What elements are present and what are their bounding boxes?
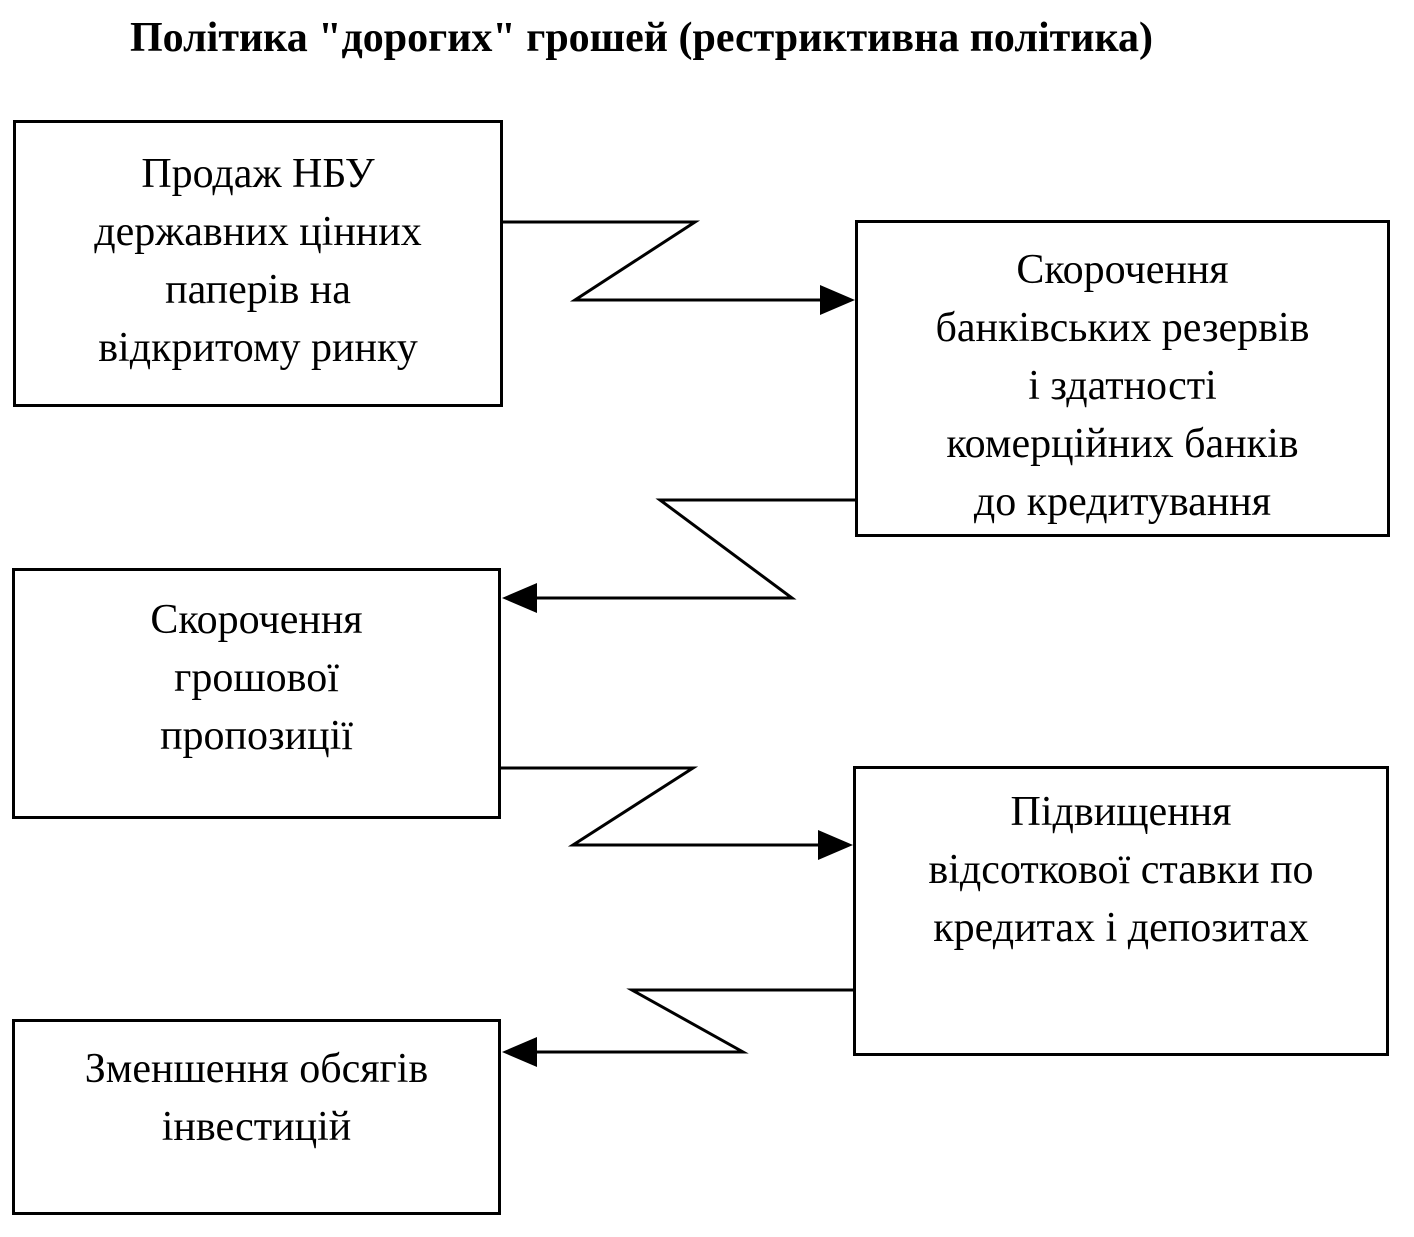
box-sale-of-securities: Продаж НБУ державних цінних паперів на в… (13, 120, 503, 407)
diagram-title: Політика "дорогих" грошей (рестриктивна … (130, 15, 1153, 61)
arrowhead-2 (502, 583, 537, 613)
connector-arrow-2 (537, 498, 855, 600)
box-text-line: Скорочення (150, 597, 363, 643)
box-text-line: і здатності (1028, 363, 1217, 409)
box-text-line: державних цінних (94, 209, 422, 255)
box-text-line: до кредитування (973, 479, 1272, 525)
box-text-line: Скорочення (1016, 247, 1229, 293)
box-investment-decrease: Зменшення обсягів інвестицій (12, 1019, 501, 1215)
box-reduction-of-reserves: Скорочення банківських резервів і здатно… (855, 220, 1390, 537)
box-text-line: пропозиції (160, 713, 353, 759)
connector-arrow-1 (503, 220, 820, 302)
arrowhead-4 (502, 1037, 537, 1067)
arrowhead-1 (820, 285, 855, 315)
box-text-line: відкритому ринку (98, 325, 418, 371)
box-interest-rate-increase: Підвищення відсоткової ставки по кредита… (853, 766, 1389, 1056)
box-text-line: інвестицій (161, 1104, 352, 1150)
box-text-line: кредитах і депозитах (933, 905, 1309, 951)
box-text-line: комерційних банків (946, 421, 1299, 467)
connector-arrow-3 (501, 766, 818, 847)
arrowhead-3 (818, 830, 853, 860)
box-text-line: паперів на (165, 267, 351, 313)
box-text-line: Зменшення обсягів (84, 1046, 429, 1092)
box-text-line: грошової (174, 655, 339, 701)
connector-arrow-4 (537, 988, 853, 1054)
box-text-line: Продаж НБУ (141, 151, 375, 197)
box-reduction-of-money-supply: Скорочення грошової пропозиції (12, 568, 501, 819)
box-text-line: відсоткової ставки по (928, 847, 1314, 893)
box-text-line: банківських резервів (935, 305, 1310, 351)
box-text-line: Підвищення (1010, 789, 1232, 835)
